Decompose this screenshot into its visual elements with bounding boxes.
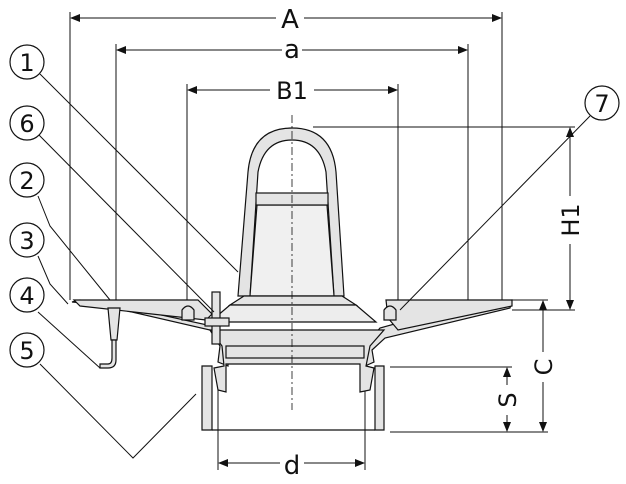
callout-2: 2: [19, 167, 34, 195]
socket: [208, 329, 386, 393]
callout-5: 5: [19, 337, 34, 365]
label-d: d: [284, 451, 301, 481]
dimension-labels: A a B1 H1 C S d: [270, 4, 585, 481]
callout-numbers: 1 6 2 3 4 5 7: [19, 49, 609, 365]
callout-4: 4: [19, 282, 34, 310]
callout-1: 1: [19, 49, 34, 77]
callout-6: 6: [19, 110, 34, 138]
vapor-tube: [107, 307, 121, 341]
screw-right: [383, 305, 397, 321]
leader-lines: [37, 73, 591, 459]
callout-7: 7: [594, 90, 609, 118]
dome-strainer: [237, 127, 345, 297]
callout-3: 3: [19, 227, 34, 255]
label-H1: H1: [557, 203, 585, 236]
outlet-pipe: [201, 365, 385, 431]
label-A: A: [281, 5, 299, 35]
label-S: S: [494, 392, 522, 407]
label-a: a: [284, 35, 300, 65]
label-B1: B1: [276, 77, 308, 105]
label-C: C: [530, 359, 558, 376]
screw-left: [181, 305, 195, 321]
callouts: [9, 44, 620, 368]
